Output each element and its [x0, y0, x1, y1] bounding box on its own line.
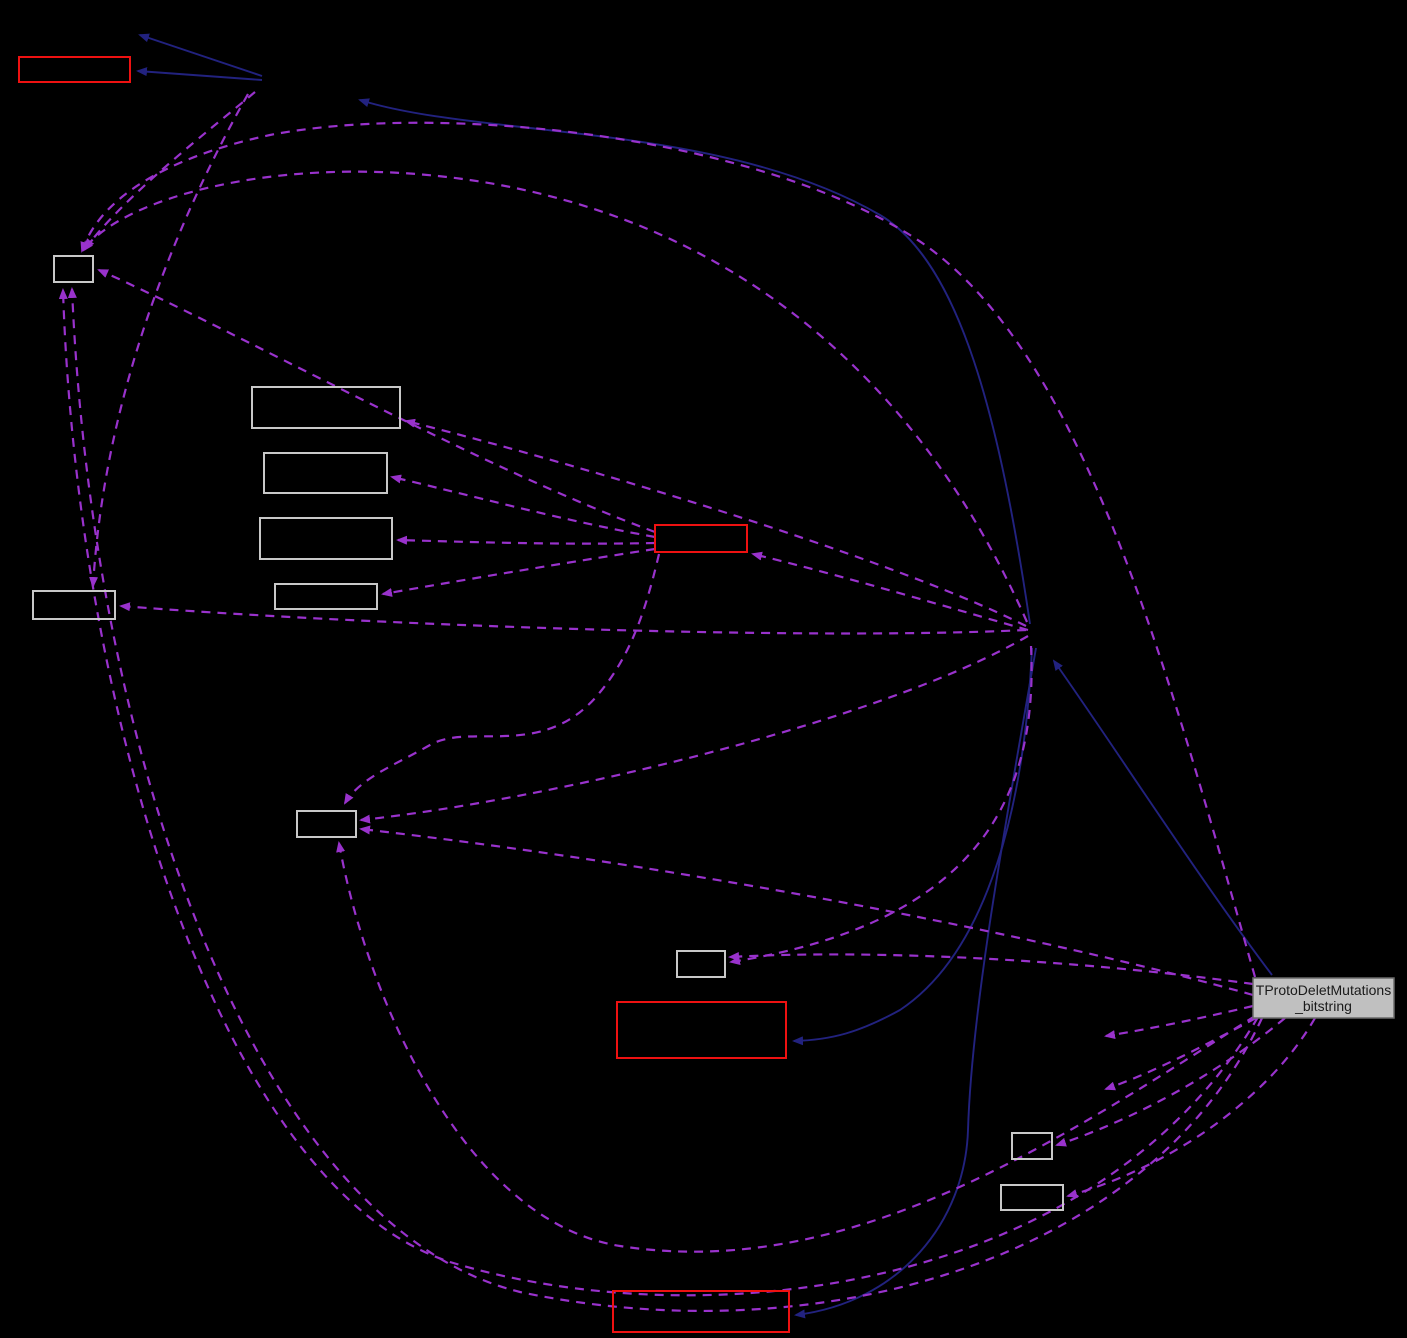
- node-box-w5[interactable]: [274, 583, 378, 610]
- edge-R2-W5-usage: [381, 547, 656, 597]
- node-box-r3[interactable]: [616, 1001, 787, 1059]
- edge-H1-R3-inheritance: [792, 647, 1033, 1046]
- node-box-r4[interactable]: [612, 1290, 790, 1333]
- edge-H1-R2-usage: [751, 551, 1029, 632]
- class-node-w10[interactable]: [1000, 1184, 1064, 1211]
- edge-G1-W9-usage: [1055, 1017, 1286, 1147]
- node-box-w10[interactable]: [1000, 1184, 1064, 1211]
- edge-R2-W1-usage: [97, 268, 656, 534]
- class-node-w6[interactable]: [32, 590, 116, 620]
- edge-N1-offtop-inheritance: [138, 33, 263, 77]
- edge-G1-W1b-usage: [67, 287, 1263, 1313]
- edge-G1-H2-usage: [1104, 1004, 1254, 1039]
- edge-G1-W7b-usage: [359, 825, 1254, 997]
- class-node-w7[interactable]: [296, 810, 357, 838]
- class-node-w1[interactable]: [53, 255, 94, 283]
- edge-N1-W6-usage: [89, 93, 249, 588]
- edge-G1-W1-usage: [80, 121, 1257, 978]
- edge-H1-N1-inheritance: [358, 98, 1031, 625]
- edge-N1-R1-inheritance: [136, 67, 263, 81]
- class-node-r1[interactable]: [18, 56, 131, 83]
- edge-G1-H3-usage: [1104, 1017, 1257, 1091]
- class-node-w3[interactable]: [263, 452, 388, 494]
- class-node-w9[interactable]: [1011, 1132, 1053, 1160]
- edge-H1-W1-usage: [83, 170, 1029, 623]
- edge-R2-W7-usage: [343, 553, 661, 805]
- current-class-node: TProtoDeletMutations_bitstring: [1252, 977, 1395, 1019]
- edge-N1-W1-usage: [82, 91, 256, 252]
- current-node-label-line1: TProtoDeletMutations: [1256, 982, 1391, 998]
- node-box-w8[interactable]: [676, 950, 726, 978]
- node-box-w6[interactable]: [32, 590, 116, 620]
- edge-G1-W7c-usage: [336, 841, 1256, 1253]
- edge-G1-W1c-usage: [58, 288, 1259, 1297]
- node-box-r2[interactable]: [654, 524, 748, 553]
- edge-H1-R4-inheritance: [794, 647, 1037, 1319]
- edge-R2-W3-usage: [390, 474, 656, 539]
- node-box-w9[interactable]: [1011, 1132, 1053, 1160]
- class-node-w2[interactable]: [251, 386, 401, 429]
- node-box-w7[interactable]: [296, 810, 357, 838]
- edge-G1-W8-usage: [728, 952, 1254, 986]
- node-box-w3[interactable]: [263, 452, 388, 494]
- current-node-label-line2: _bitstring: [1294, 998, 1352, 1014]
- class-node-r2[interactable]: [654, 524, 748, 553]
- edge-H1-W7-usage: [359, 635, 1029, 824]
- edge-H1-W2-usage: [404, 418, 1027, 627]
- edge-G1-W10-usage: [1066, 1017, 1316, 1198]
- node-box-r1[interactable]: [18, 56, 131, 83]
- node-box-w4[interactable]: [259, 517, 393, 560]
- class-node-r4[interactable]: [612, 1290, 790, 1333]
- class-node-w4[interactable]: [259, 517, 393, 560]
- class-node-w8[interactable]: [676, 950, 726, 978]
- node-box-w1[interactable]: [53, 255, 94, 283]
- node-box-w2[interactable]: [251, 386, 401, 429]
- edge-H1-W8-usage: [729, 645, 1033, 966]
- edge-H1-W6-usage: [119, 602, 1027, 635]
- edge-R2-W4-usage: [396, 535, 656, 545]
- edge-G1-H1-inheritance: [1052, 659, 1273, 976]
- class-node-w5[interactable]: [274, 583, 378, 610]
- node-box-g1: [1252, 977, 1395, 1019]
- class-node-r3[interactable]: [616, 1001, 787, 1059]
